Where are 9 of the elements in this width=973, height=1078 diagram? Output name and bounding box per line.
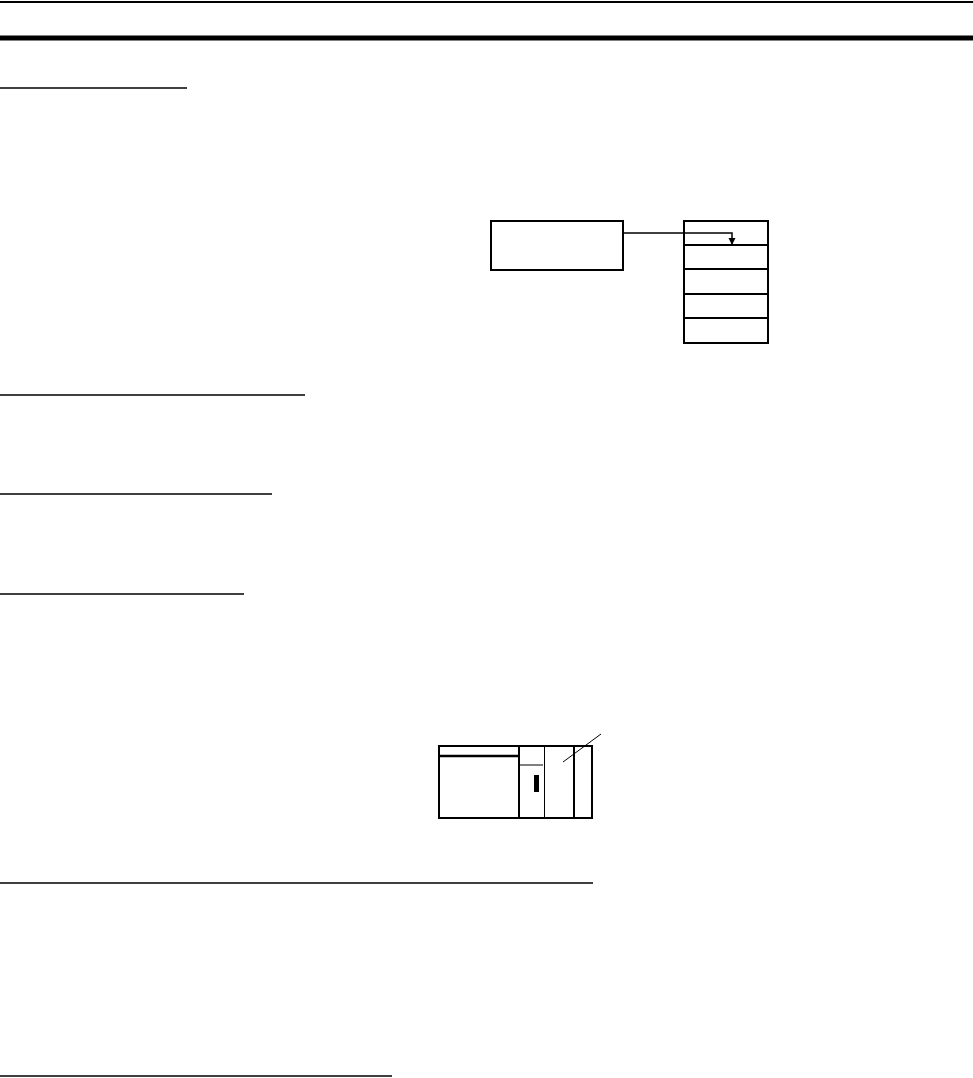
leader-line: [562, 733, 602, 763]
table-cell: [683, 317, 769, 344]
unit-section: [544, 745, 575, 819]
arrow: [623, 232, 736, 246]
table-cell: [683, 268, 769, 295]
unit-drawing: [438, 745, 593, 819]
table-cell: [683, 293, 769, 319]
source-box: [490, 220, 624, 271]
table-cell: [683, 244, 769, 270]
